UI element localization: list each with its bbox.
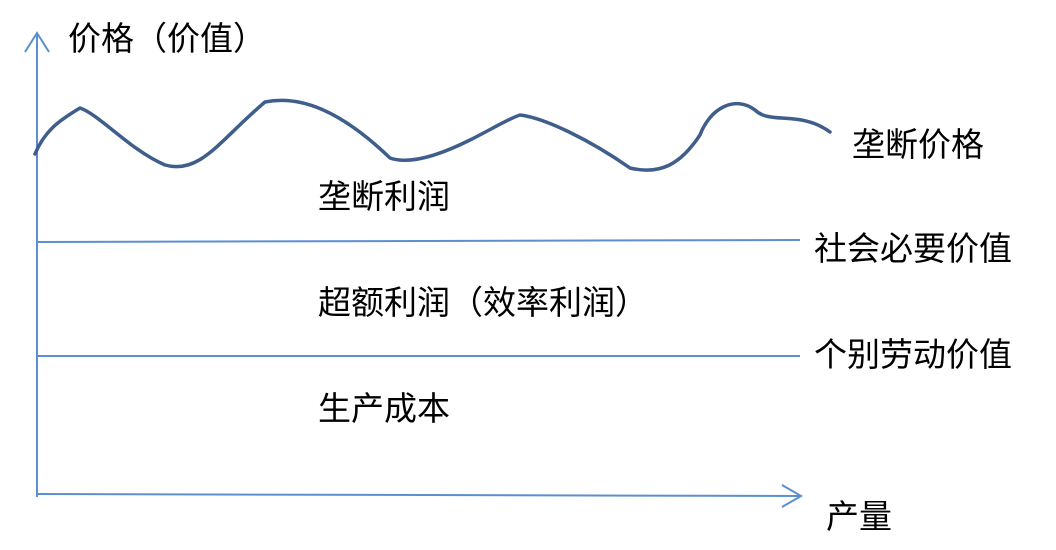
social-necessary-value-line (36, 239, 801, 243)
individual-labor-value-label: 个别劳动价值 (814, 335, 1012, 374)
x-axis (36, 493, 801, 497)
excess-profit-region-label: 超额利润（效率利润） (318, 283, 648, 322)
monopoly-price-label: 垄断价格 (852, 125, 984, 164)
x-axis-label: 产量 (826, 497, 892, 536)
monopoly-profit-region-label: 垄断利润 (318, 177, 450, 216)
monopoly-price-curve (33, 98, 832, 172)
social-necessary-value-label: 社会必要价值 (814, 229, 1012, 268)
y-axis-arrowhead (24, 31, 50, 53)
production-cost-region-label: 生产成本 (318, 389, 450, 428)
y-axis-label: 价格（价值） (68, 19, 266, 58)
x-axis-arrowhead (781, 484, 803, 508)
